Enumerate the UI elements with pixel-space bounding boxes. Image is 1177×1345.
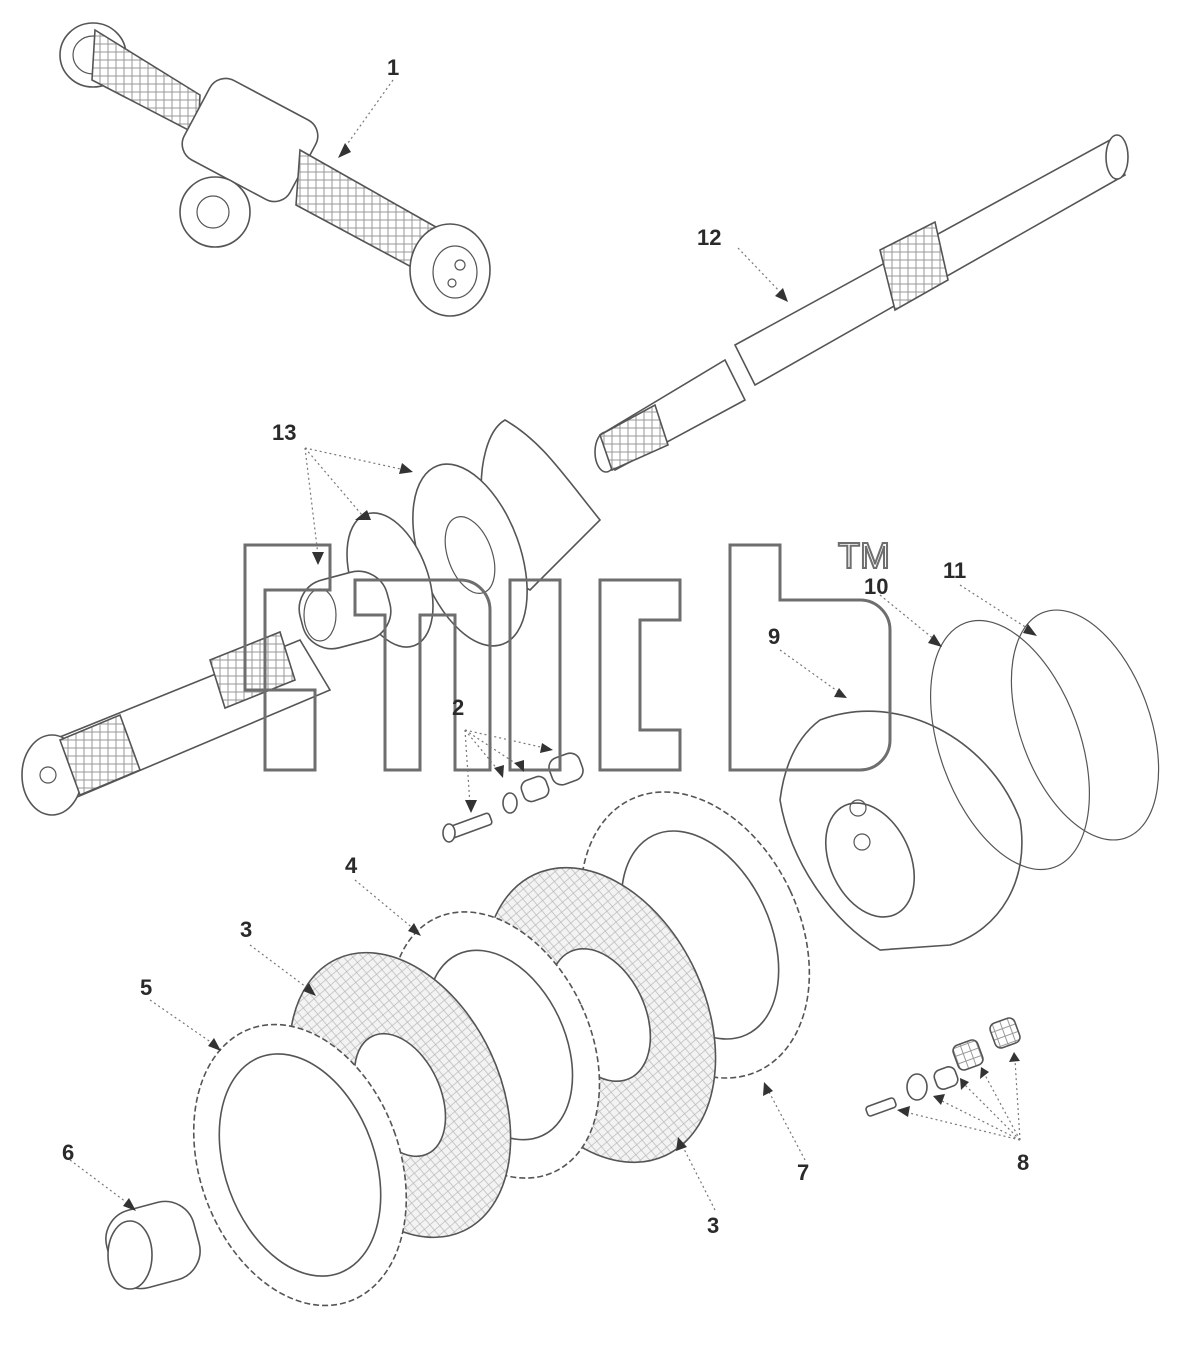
splined-shaft-with-washers [21, 419, 602, 816]
o-rings [930, 609, 1160, 871]
drive-shaft [594, 134, 1129, 473]
leader-arrows [123, 143, 1037, 1211]
callout-5: 5 [140, 975, 152, 1000]
callout-12: 12 [697, 225, 721, 250]
watermark-tm: TM [838, 535, 890, 576]
callout-4: 4 [345, 853, 358, 878]
callout-2: 2 [452, 695, 464, 720]
callout-11: 11 [943, 558, 966, 583]
callout-labels: 1 2 3 3 4 5 6 7 8 9 10 11 12 13 [62, 55, 1029, 1238]
watermark: TM [243, 534, 892, 772]
brake-piston-housing [779, 710, 1023, 951]
callout-7: 7 [797, 1160, 809, 1185]
outer-plate [192, 1023, 408, 1307]
callout-3-rear: 3 [707, 1213, 719, 1238]
callout-3-front: 3 [240, 917, 252, 942]
callout-10: 10 [864, 574, 888, 599]
callout-1: 1 [387, 55, 399, 80]
callout-6: 6 [62, 1140, 74, 1165]
leader-lines [69, 79, 1031, 1211]
splined-hub [105, 1200, 201, 1290]
callout-9: 9 [768, 624, 780, 649]
axle-assembly [59, 22, 491, 317]
callout-13: 13 [272, 420, 296, 445]
callout-8: 8 [1017, 1150, 1029, 1175]
spring-bolt-set [865, 1017, 1021, 1117]
bolt-bushing-set [442, 752, 584, 843]
